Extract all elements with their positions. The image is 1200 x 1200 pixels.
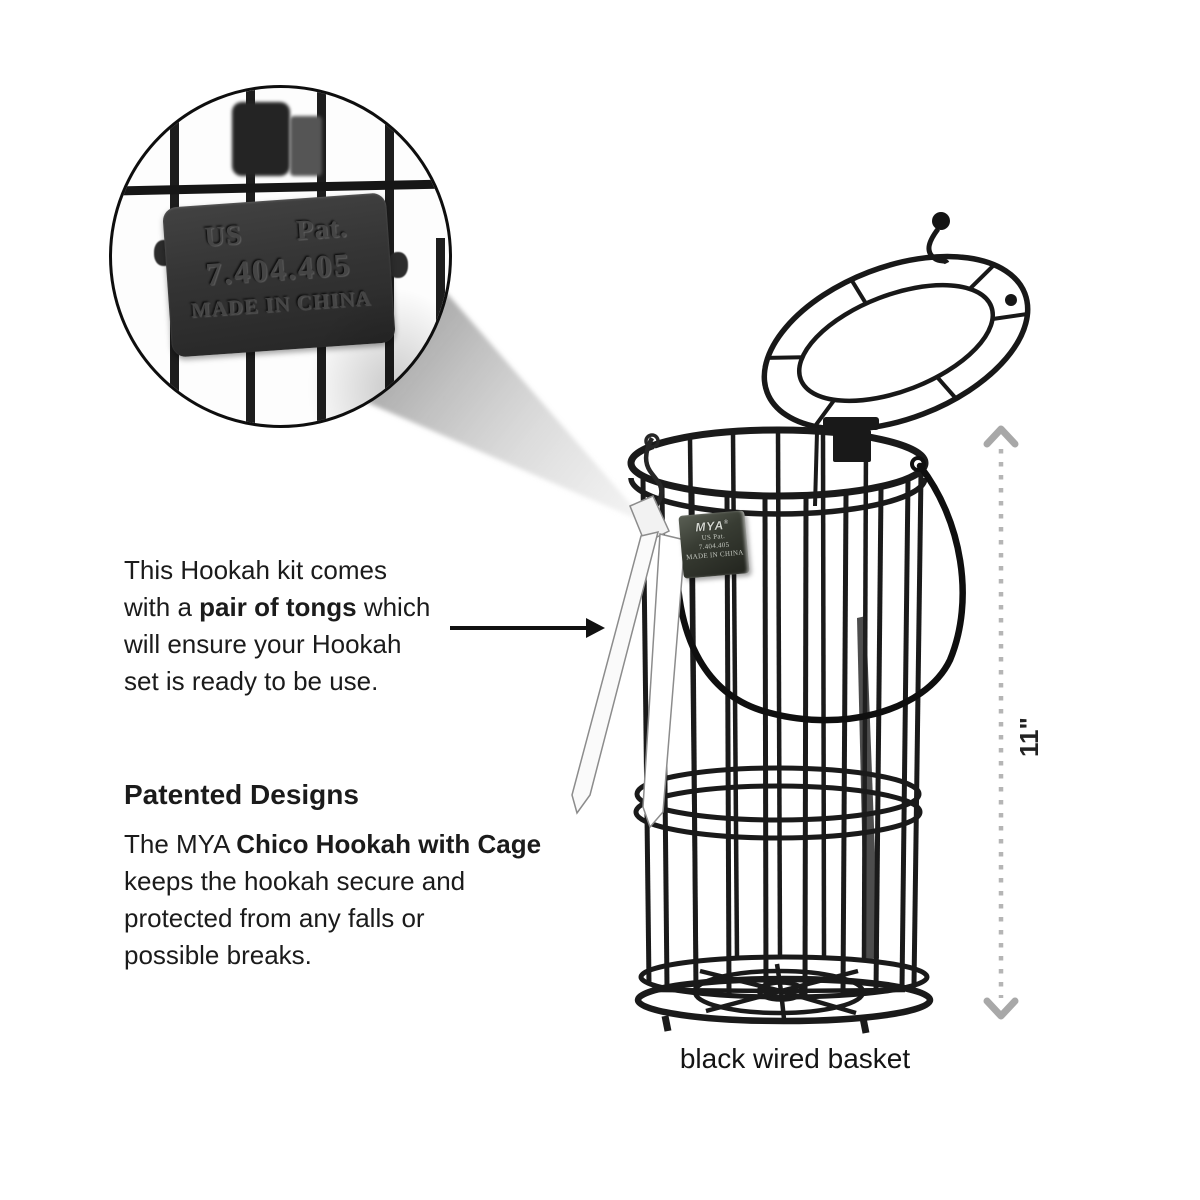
basket-lid xyxy=(761,212,1031,433)
basket-cage xyxy=(627,417,934,1034)
patent-tag-zoom: US Pat. 7.404.405 MADE IN CHINA xyxy=(162,192,396,358)
brand-tag: MYA® US Pat. 7.404.405 MADE IN CHINA xyxy=(678,510,750,579)
chevron-down-icon xyxy=(983,997,1019,1020)
brand-tag-line: MADE IN CHINA xyxy=(685,548,744,562)
tongs-spring xyxy=(629,495,670,545)
hookah-silhouette xyxy=(290,116,322,176)
lid-hook-stem xyxy=(926,227,950,265)
dimension-label: 11" xyxy=(1014,717,1044,757)
tongs-blade-right xyxy=(642,533,686,829)
tongs-blade-left xyxy=(571,530,660,815)
patent-annotation: The MYA Chico Hookah with Cage keeps the… xyxy=(124,829,542,970)
dimension-line xyxy=(983,425,1019,1020)
basket-caption: black wired basket xyxy=(679,1043,911,1074)
magnifier-circle: US Pat. 7.404.405 MADE IN CHINA xyxy=(109,85,452,428)
cage-wire xyxy=(436,238,445,425)
tag-mount-tab xyxy=(388,252,408,278)
patent-tag-us: US xyxy=(203,219,244,254)
registered-icon: ® xyxy=(723,519,730,527)
annotation-arrow xyxy=(450,618,605,638)
hookah-silhouette xyxy=(232,102,290,176)
lid-hinge xyxy=(823,417,879,462)
tongs-annotation: This Hookah kit comes with a pair of ton… xyxy=(124,555,431,696)
cage-wire-horizontal xyxy=(112,179,449,196)
lid-rivet xyxy=(1005,294,1017,306)
tongs xyxy=(571,495,686,829)
chevron-up-icon xyxy=(983,425,1019,448)
right-arrow-icon xyxy=(586,618,605,638)
patent-tag-pat: Pat. xyxy=(295,212,349,247)
patent-number: 7.404.405 xyxy=(204,245,353,293)
patent-heading: Patented Designs xyxy=(124,779,359,810)
lid-hook-knob xyxy=(932,212,950,230)
basket-handle xyxy=(673,456,966,724)
interior-shadow-rod xyxy=(857,616,879,960)
